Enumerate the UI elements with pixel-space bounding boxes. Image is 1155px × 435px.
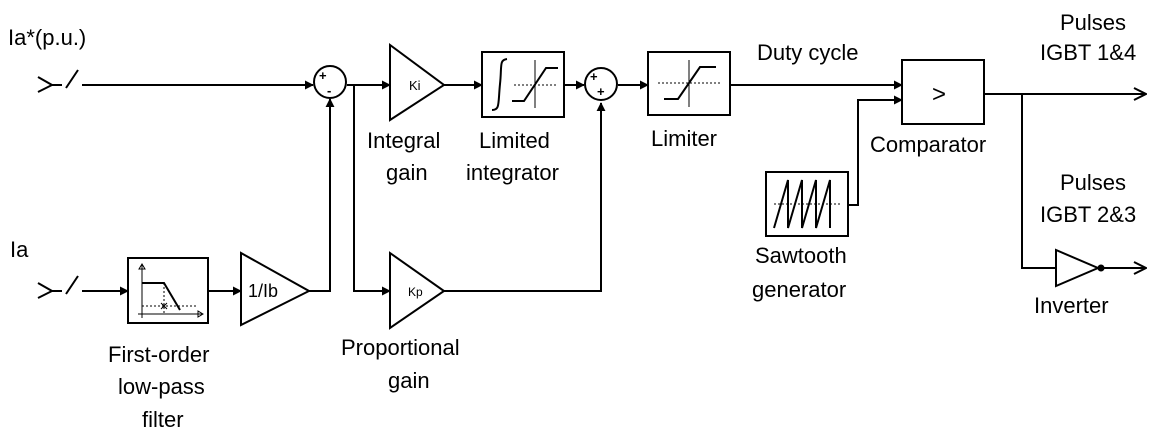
limited-integrator-block (481, 51, 565, 118)
error-sum-plus: + (319, 68, 327, 83)
sawtooth-label-line2: generator (752, 277, 846, 302)
integral-gain-block: Ki (389, 43, 446, 122)
pi-sum-plus-left: + (590, 69, 598, 84)
saturation-icon (658, 60, 720, 107)
lowpass-filter-block (127, 257, 209, 324)
integral-sign-icon (491, 58, 508, 111)
sawtooth-label-line1: Sawtooth (755, 243, 847, 268)
proportional-gain-block: Kp (389, 251, 446, 330)
base-current-gain-block: 1/Ib (240, 251, 312, 327)
sawtooth-generator-block (765, 171, 849, 237)
measured-input-switch-icon (37, 275, 92, 299)
error-sum-minus: - (327, 83, 331, 98)
limiter-block (647, 51, 731, 116)
pulses-1-label-line1: Pulses (1060, 10, 1126, 35)
integral-gain-label-line2: gain (386, 160, 428, 185)
lowpass-label-line1: First-order (108, 342, 209, 367)
comparator-block: > (901, 59, 985, 125)
proportional-gain-label-line1: Proportional (341, 335, 460, 360)
signal-wires (92, 80, 1146, 296)
reference-input-label: Ia*(p.u.) (8, 25, 86, 50)
measured-input-label: Ia (10, 237, 29, 262)
pulses-2-label-line2: IGBT 2&3 (1040, 202, 1136, 227)
sawtooth-wave-icon (773, 179, 831, 229)
comparator-label: Comparator (870, 132, 986, 157)
integral-gain-label-line1: Integral (367, 128, 440, 153)
pi-sum-plus-bottom: + (597, 84, 605, 99)
inverter-block (1055, 248, 1105, 288)
ki-symbol: Ki (409, 78, 421, 93)
pi-sum-junction: + + (584, 67, 618, 101)
limited-integrator-label-line1: Limited (479, 128, 550, 153)
lowpass-label-line3: filter (142, 407, 184, 432)
proportional-gain-label-line2: gain (388, 368, 430, 393)
saturation-icon (512, 60, 558, 108)
pulses-1-label-line2: IGBT 1&4 (1040, 40, 1136, 65)
limiter-label: Limiter (651, 126, 717, 151)
base-gain-symbol: 1/Ib (248, 281, 278, 301)
reference-input-switch-icon (37, 69, 92, 93)
pulses-2-label-line1: Pulses (1060, 170, 1126, 195)
lowpass-label-line2: low-pass (118, 374, 205, 399)
kp-symbol: Kp (408, 285, 423, 299)
lowpass-response-icon (138, 263, 204, 318)
comparator-symbol: > (932, 81, 946, 108)
inverter-label: Inverter (1034, 293, 1109, 318)
duty-cycle-label: Duty cycle (757, 40, 858, 65)
limited-integrator-label-line2: integrator (466, 160, 559, 185)
inversion-bubble-icon (1097, 264, 1105, 272)
error-sum-junction: + - (313, 65, 347, 99)
